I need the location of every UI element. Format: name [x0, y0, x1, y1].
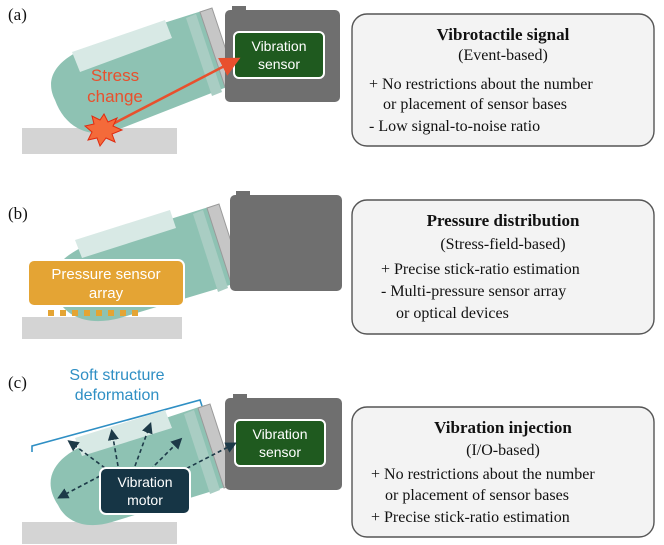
sensor-label-line2: sensor: [259, 444, 301, 460]
contact-surface: [22, 317, 182, 339]
card-subtitle: (I/O-based): [466, 442, 540, 459]
deformation-annotation-line1: deformation: [75, 387, 160, 404]
panel-c: (c) Soft structure deformation Vibration…: [8, 367, 655, 544]
stress-annotation-line1: Stress: [91, 66, 139, 85]
signal-arrow: [104, 57, 241, 130]
panel-a-label: (a): [8, 5, 27, 24]
card-point: + No restrictions about the number: [371, 466, 595, 483]
vibration-sensor: [233, 31, 325, 79]
sensor-housing: [230, 195, 342, 291]
contact-surface: [22, 522, 177, 544]
description-card: [351, 13, 655, 147]
card-point: - Low signal-to-noise ratio: [369, 118, 540, 135]
vibration-arrows: [57, 421, 237, 499]
card-subtitle: (Stress-field-based): [440, 236, 565, 253]
pressure-sensor-array: [27, 259, 185, 307]
card-title: Vibration injection: [434, 418, 572, 437]
card-point: - Multi-pressure sensor array: [381, 283, 566, 300]
card-title: Vibrotactile signal: [437, 25, 570, 44]
card-title: Pressure distribution: [427, 211, 580, 230]
pressure-dots: [48, 310, 138, 316]
deformation-bracket: [31, 399, 203, 452]
sensor-label-line2: sensor: [258, 56, 300, 72]
vibration-motor: [99, 467, 191, 515]
card-point: or optical devices: [396, 305, 509, 322]
housing-tab: [233, 394, 247, 400]
stress-annotation-line2: change: [87, 87, 143, 106]
motor-label-line2: motor: [127, 492, 163, 508]
soft-finger: [51, 7, 239, 134]
panel-b-label: (b): [8, 204, 28, 223]
card-point: + Precise stick-ratio estimation: [371, 509, 570, 526]
panel-b: (b) Pressure sensor array Pressure distr…: [8, 191, 655, 339]
description-card: [351, 406, 655, 538]
description-card: [351, 199, 655, 335]
card-point: or placement of sensor bases: [385, 487, 569, 504]
card-point: or placement of sensor bases: [383, 96, 567, 113]
panel-a: (a) Vibration sensor Stress change Vibro…: [8, 5, 655, 154]
card-point: + No restrictions about the number: [369, 76, 593, 93]
array-label-line2: array: [89, 285, 124, 302]
card-subtitle: (Event-based): [458, 47, 548, 64]
array-label-line1: Pressure sensor: [51, 266, 160, 283]
card-point: + Precise stick-ratio estimation: [381, 261, 580, 278]
motor-label-line1: Vibration: [117, 474, 172, 490]
stress-burst-icon: [83, 113, 124, 148]
housing-tab: [236, 191, 250, 197]
panel-c-label: (c): [8, 373, 27, 392]
deformation-annotation-line1: Soft structure: [69, 367, 164, 384]
sensor-label-line1: Vibration: [252, 426, 307, 442]
housing-tab: [232, 6, 246, 12]
sensor-label-line1: Vibration: [251, 38, 306, 54]
